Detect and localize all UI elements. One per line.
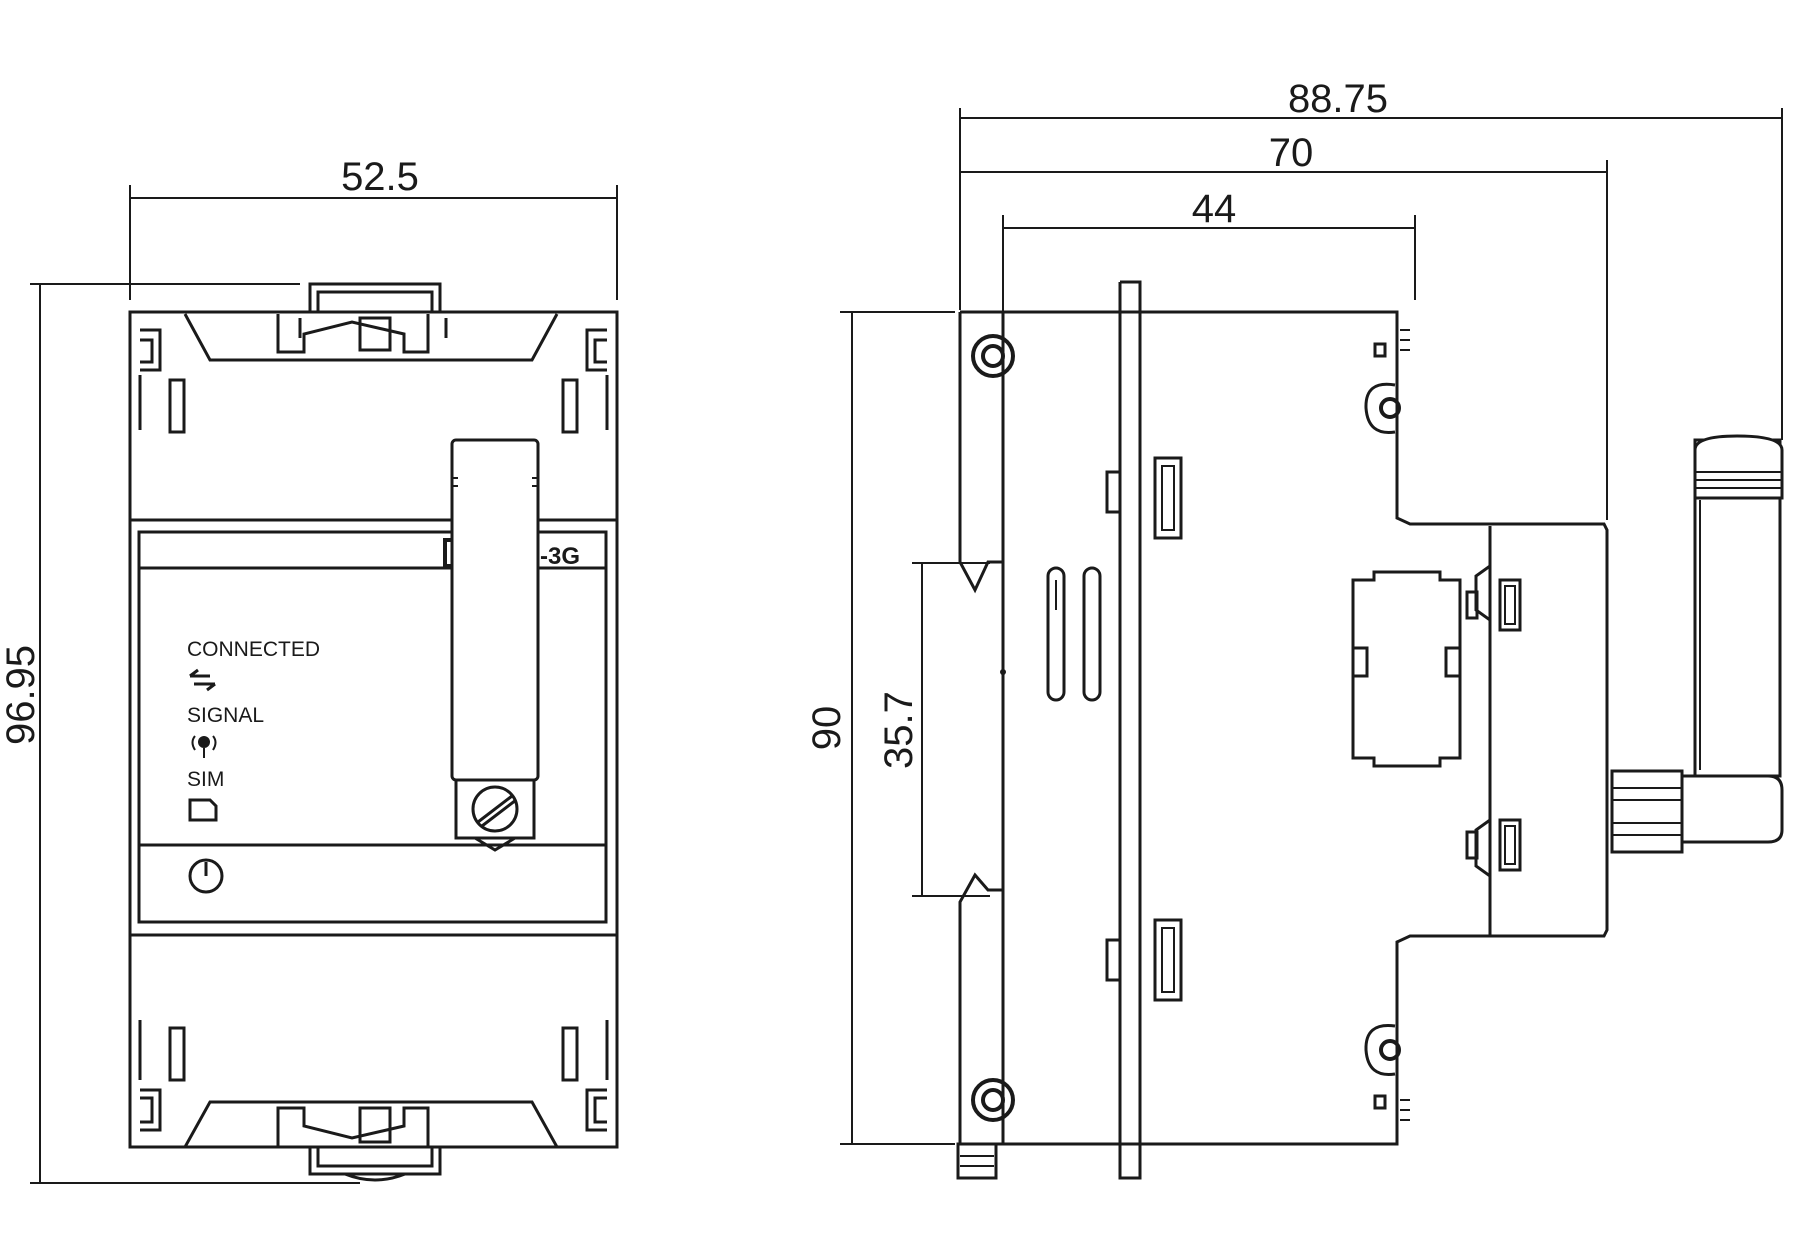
side-mount-screws [971,334,1015,1122]
front-panel: -3G CONNECTED SIGNAL SIM [128,518,619,937]
dimension-label-44: 44 [1192,187,1237,231]
dimension-label-70: 70 [1269,131,1314,175]
front-antenna [450,438,540,852]
indicator-label-signal: SIGNAL [187,704,264,727]
side-din-base [956,312,1006,1180]
side-view: 88.75 70 44 90 35.7 [805,77,1784,1180]
front-housing-outline [128,310,619,1149]
top-din-clip [183,282,559,362]
sim-card-icon [188,798,218,822]
side-rear-features [1351,329,1522,1121]
arrows-exchange-icon [189,668,216,692]
dimension-label-96-95: 96.95 [0,645,43,745]
dimension-side-housing: 70 [960,131,1608,520]
side-module-body [1105,280,1183,1180]
model-label: -3G [540,543,580,570]
bottom-side-latches [138,1020,609,1132]
antenna-signal-icon [191,735,217,758]
side-antenna [1610,434,1784,854]
side-housing-outline [960,310,1609,1146]
dimension-label-35-7: 35.7 [877,691,921,769]
dimension-label-90: 90 [805,706,849,751]
side-vent-slots [1046,566,1102,702]
dimension-side-overall: 88.75 [959,77,1783,440]
power-icon [188,858,224,894]
dimension-side-front: 44 [1002,187,1416,555]
dimension-front-height: 96.95 [0,283,360,1184]
dimension-side-height: 90 [805,311,955,1145]
dimension-side-rail: 35.7 [877,562,990,897]
top-side-latches [138,328,609,434]
indicator-label-connected: CONNECTED [187,638,320,661]
dimension-label-88-75: 88.75 [1288,77,1388,121]
dimension-front-width: 52.5 [129,155,618,300]
dimension-label-52-5: 52.5 [341,155,419,199]
bottom-din-clip [183,1100,559,1182]
indicator-label-sim: SIM [187,768,224,791]
front-view: 52.5 96.95 [0,155,619,1184]
